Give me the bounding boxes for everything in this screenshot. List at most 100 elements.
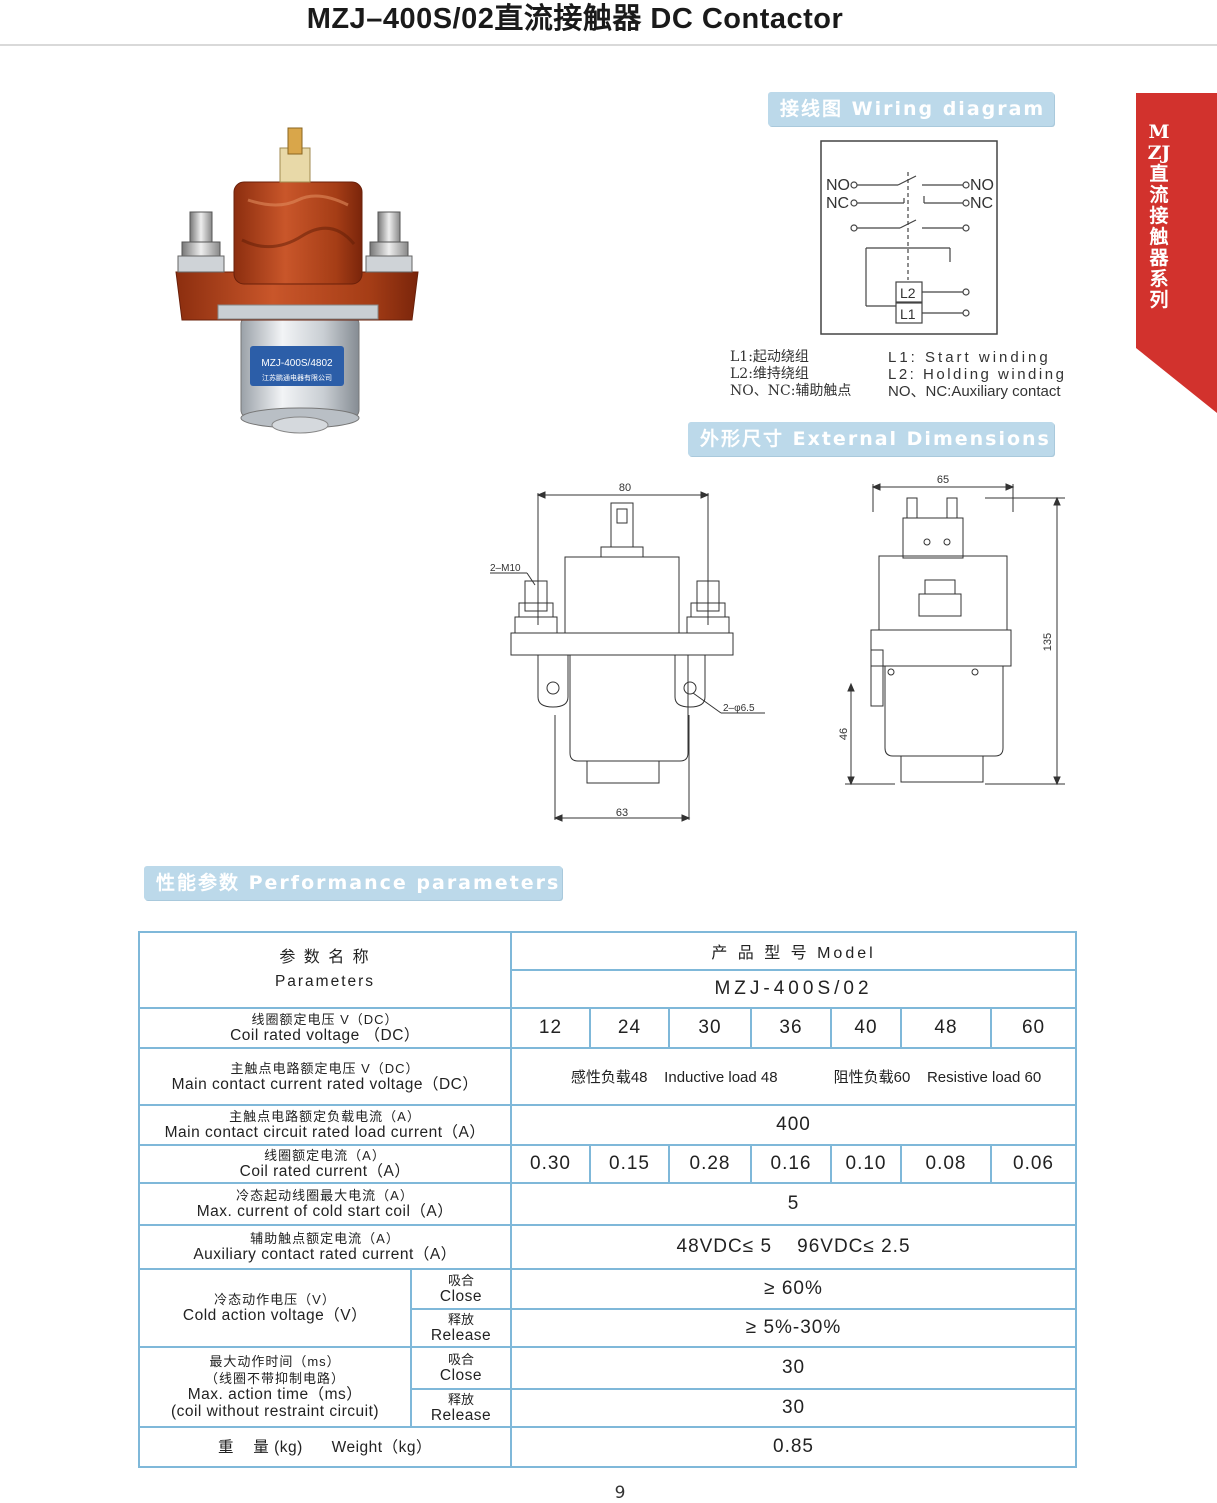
action-time-cn: 最大动作时间（ms） [209, 1354, 341, 1369]
dim-width-80: 80 [619, 482, 631, 494]
wiring-l1: L1 [900, 306, 916, 322]
wiring-l2: L2 [900, 285, 916, 301]
param-header-cn: 参 数 名 称 [279, 949, 371, 966]
coil-voltage-value: 36 [750, 1007, 832, 1049]
coil-voltage-value: 60 [989, 1007, 1078, 1049]
coil-voltage-value: 24 [589, 1007, 670, 1049]
performance-section-title: 性能参数 Performance parameters [144, 866, 562, 900]
table-row: 参 数 名 称 Parameters 产 品 型 号 Model [138, 931, 1078, 1009]
dim-height-135: 135 [1042, 633, 1054, 651]
inductive-load: 感性负载48 Inductive load 48 [570, 1069, 778, 1086]
cold-start-cn: 冷态起动线圈最大电流（A） [236, 1188, 414, 1203]
release-label-cn: 释放 [447, 1311, 474, 1327]
close-label-en: Close [439, 1366, 483, 1384]
wiring-nc-right: NC [970, 195, 993, 212]
legend-cn-no-nc: NO、NC:辅助触点 [730, 383, 852, 399]
table-row: 线圈额定电压 V（DC）Coil rated voltage （DC） 12 2… [138, 1007, 1078, 1049]
coil-current-value: 0.16 [750, 1144, 832, 1184]
close-label-cn: 吸合 [447, 1351, 474, 1367]
action-release-value: 30 [509, 1388, 1078, 1428]
main-voltage-en: Main contact current rated voltage（DC） [171, 1075, 479, 1093]
dimensions-section-title: 外形尺寸 External Dimensions [688, 422, 1054, 456]
coil-current-value: 0.30 [510, 1144, 591, 1184]
table-row: 最大动作时间（ms） （线圈不带抑制电路） Max. action time（m… [138, 1346, 1078, 1428]
coil-current-value: 0.10 [830, 1144, 902, 1184]
resistive-load: 阻性负载60 Resistive load 60 [833, 1069, 1042, 1086]
table-row: 重 量 (kg) Weight（kg） 0.85 [138, 1426, 1078, 1468]
cold-start-value: 5 [509, 1182, 1078, 1226]
main-voltage-cn: 主触点电路额定电压 V（DC） [230, 1060, 420, 1076]
coil-current-value: 0.28 [668, 1144, 752, 1184]
model-header: 产 品 型 号 Model [509, 931, 1078, 971]
wiring-nc-left: NC [826, 195, 849, 212]
param-header-cell: 参 数 名 称 Parameters [138, 931, 512, 1009]
product-photo: MZJ-400S/4802 江苏鹏通电器有限公司 [175, 127, 419, 434]
main-current-value: 400 [509, 1104, 1078, 1146]
title-divider [0, 44, 1217, 46]
action-close-value: 30 [509, 1346, 1078, 1390]
table-row: 冷态起动线圈最大电流（A）Max. current of cold start … [138, 1182, 1078, 1226]
side-tab-label: MZJ直流接触器系列 [1147, 121, 1171, 311]
dim-width-65: 65 [937, 474, 949, 486]
cold-release-value: ≥ 5%-30% [509, 1308, 1078, 1348]
weight-label: 重 量 (kg) Weight（kg） [138, 1426, 512, 1468]
dim-hole: 2–φ6.5 [723, 703, 755, 714]
main-current-en: Main contact circuit rated load current（… [164, 1124, 486, 1141]
table-row: MZJ-400S/02 [139, 969, 1078, 1009]
aux-current-cn: 辅助触点额定电流（A） [250, 1231, 400, 1246]
cold-start-en: Max. current of cold start coil（A） [196, 1203, 454, 1220]
release-label-en: Release [430, 1326, 492, 1344]
product-label-maker: 江苏鹏通电器有限公司 [262, 373, 332, 382]
coil-voltage-cn: 线圈额定电压 V（DC） [251, 1012, 399, 1027]
page-title: MZJ–400S/02直流接触器 DC Contactor [306, 3, 844, 35]
performance-table: 参 数 名 称 Parameters 产 品 型 号 Model MZJ-400… [138, 931, 1078, 1468]
coil-current-value: 0.08 [900, 1144, 992, 1184]
action-time-en-note: (coil without restraint circuit) [170, 1403, 380, 1420]
release-label-cn: 释放 [447, 1391, 474, 1407]
main-current-cn: 主触点电路额定负载电流（A） [229, 1109, 421, 1124]
wiring-no-left: NO [826, 177, 850, 194]
model-name: MZJ-400S/02 [509, 969, 1078, 1009]
table-row: 主触点电路额定负载电流（A）Main contact circuit rated… [138, 1104, 1078, 1146]
coil-voltage-value: 30 [668, 1007, 752, 1049]
coil-current-en: Coil rated current（A） [239, 1163, 411, 1180]
table-row: 线圈额定电流（A）Coil rated current（A） 0.30 0.15… [138, 1144, 1078, 1184]
close-label-cn: 吸合 [447, 1272, 474, 1288]
dim-width-63: 63 [616, 807, 628, 819]
side-tab [1136, 93, 1217, 413]
coil-voltage-value: 40 [830, 1007, 902, 1049]
front-view-drawing: 80 63 2–M10 2–φ6.5 [490, 482, 765, 822]
side-view-drawing: 65 135 46 [838, 474, 1065, 786]
legend-en-l2: L2: Holding winding [888, 366, 1067, 383]
wiring-no-right: NO [970, 177, 994, 194]
coil-voltage-value: 12 [510, 1007, 591, 1049]
release-label-en: Release [430, 1406, 492, 1424]
weight-value: 0.85 [509, 1426, 1078, 1468]
cold-voltage-en: Cold action voltage（V） [182, 1307, 368, 1324]
param-header-en: Parameters [274, 973, 376, 990]
aux-current-value: 48VDC≤ 5 96VDC≤ 2.5 [509, 1224, 1078, 1270]
coil-current-value: 0.15 [589, 1144, 670, 1184]
cold-close-value: ≥ 60% [509, 1268, 1078, 1310]
product-label-model: MZJ-400S/4802 [261, 358, 333, 369]
coil-current-cn: 线圈额定电流（A） [264, 1148, 386, 1163]
table-row: 主触点电路额定电压 V（DC）Main contact current rate… [138, 1047, 1078, 1106]
wiring-diagram: NO NC NO NC L2 L1 [820, 140, 998, 335]
legend-en-no-nc: NO、NC:Auxiliary contact [888, 383, 1061, 400]
aux-current-en: Auxiliary contact rated current（A） [193, 1246, 457, 1263]
coil-current-value: 0.06 [989, 1144, 1078, 1184]
action-time-en: Max. action time（ms） [187, 1386, 363, 1403]
coil-voltage-value: 48 [900, 1007, 992, 1049]
coil-voltage-en: Coil rated voltage （DC） [230, 1027, 420, 1044]
close-label-en: Close [439, 1287, 483, 1305]
wiring-section-title: 接线图 Wiring diagram [768, 92, 1054, 126]
legend-cn-l1: L1:起动绕组 [730, 349, 809, 365]
action-time-cn-note: （线圈不带抑制电路） [204, 1371, 345, 1386]
dim-height-46: 46 [838, 728, 850, 740]
page-number: 9 [614, 1483, 626, 1503]
legend-en-l1: L1: Start winding [888, 349, 1051, 366]
dim-thread-m10: 2–M10 [490, 563, 521, 574]
